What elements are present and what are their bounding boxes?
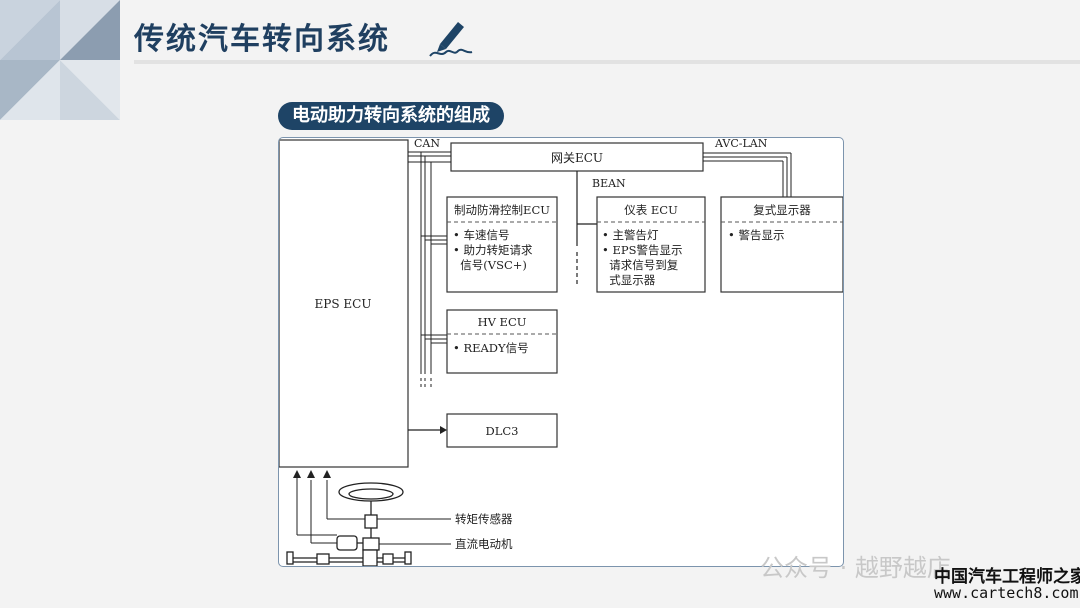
meter-ecu-line: • 主警告灯 xyxy=(602,228,659,242)
pen-icon xyxy=(429,22,473,57)
bean-bus-lines xyxy=(576,177,597,286)
brake-ecu-box xyxy=(446,196,558,293)
eps-ecu-box xyxy=(279,139,409,468)
corner-decoration xyxy=(0,0,120,120)
meter-ecu-box xyxy=(596,196,706,293)
bean-bus-label: BEAN xyxy=(592,177,626,190)
avc-lan-bus-lines xyxy=(703,152,792,197)
site-name-watermark: 中国汽车工程师之家 xyxy=(934,567,1080,587)
meter-ecu-line: 请求信号到复 xyxy=(602,258,679,272)
can-bus-label: CAN xyxy=(414,138,440,150)
hv-ecu-line: • READY信号 xyxy=(453,341,529,355)
title-underline xyxy=(134,60,1080,64)
section-label: 电动助力转向系统的组成 xyxy=(278,102,504,130)
steering-rack-icon xyxy=(286,549,412,566)
meter-ecu-line: 式显示器 xyxy=(602,273,656,287)
multi-display-line: • 警告显示 xyxy=(728,228,784,242)
meter-ecu-title: 仪表 ECU xyxy=(624,203,678,217)
steering-wheel-icon xyxy=(338,482,404,529)
hv-ecu-box xyxy=(446,309,558,374)
eps-system-diagram: EPS ECU 网关ECU CAN AVC-LAN BEAN xyxy=(279,138,843,566)
eps-ecu-label: EPS ECU xyxy=(315,297,372,311)
diagram-panel: EPS ECU 网关ECU CAN AVC-LAN BEAN xyxy=(278,137,844,567)
multi-display-box xyxy=(720,196,843,293)
dc-motor-label: 直流电动机 xyxy=(455,537,513,551)
arrow-up xyxy=(307,470,315,478)
dlc3-label: DLC3 xyxy=(486,424,519,438)
site-url-watermark: www.cartech8.com xyxy=(934,584,1079,602)
hv-ecu-title: HV ECU xyxy=(478,315,527,329)
multi-display-title: 复式显示器 xyxy=(753,203,811,217)
brake-ecu-line: • 车速信号 xyxy=(453,228,509,242)
avc-lan-bus-label: AVC-LAN xyxy=(714,138,768,150)
eps-feedback-wires xyxy=(296,473,365,544)
channel-watermark: 公众号 · 越野越店 xyxy=(760,554,951,582)
brake-ecu-line: • 助力转矩请求 xyxy=(453,243,533,257)
page-title: 传统汽车转向系统 xyxy=(134,22,390,57)
dc-motor-icon xyxy=(336,528,380,551)
gateway-ecu-label: 网关ECU xyxy=(551,151,603,165)
brake-ecu-title: 制动防滑控制ECU xyxy=(454,203,550,217)
can-bus-lines xyxy=(408,151,451,388)
brake-ecu-line: 信号(VSC+) xyxy=(453,258,527,272)
gateway-ecu-box xyxy=(450,142,704,172)
dlc3-box xyxy=(446,413,558,448)
meter-ecu-line: • EPS警告显示 xyxy=(602,243,682,257)
arrow-up xyxy=(293,470,301,478)
arrow-up xyxy=(323,470,331,478)
torque-sensor-label: 转矩传感器 xyxy=(455,512,513,526)
